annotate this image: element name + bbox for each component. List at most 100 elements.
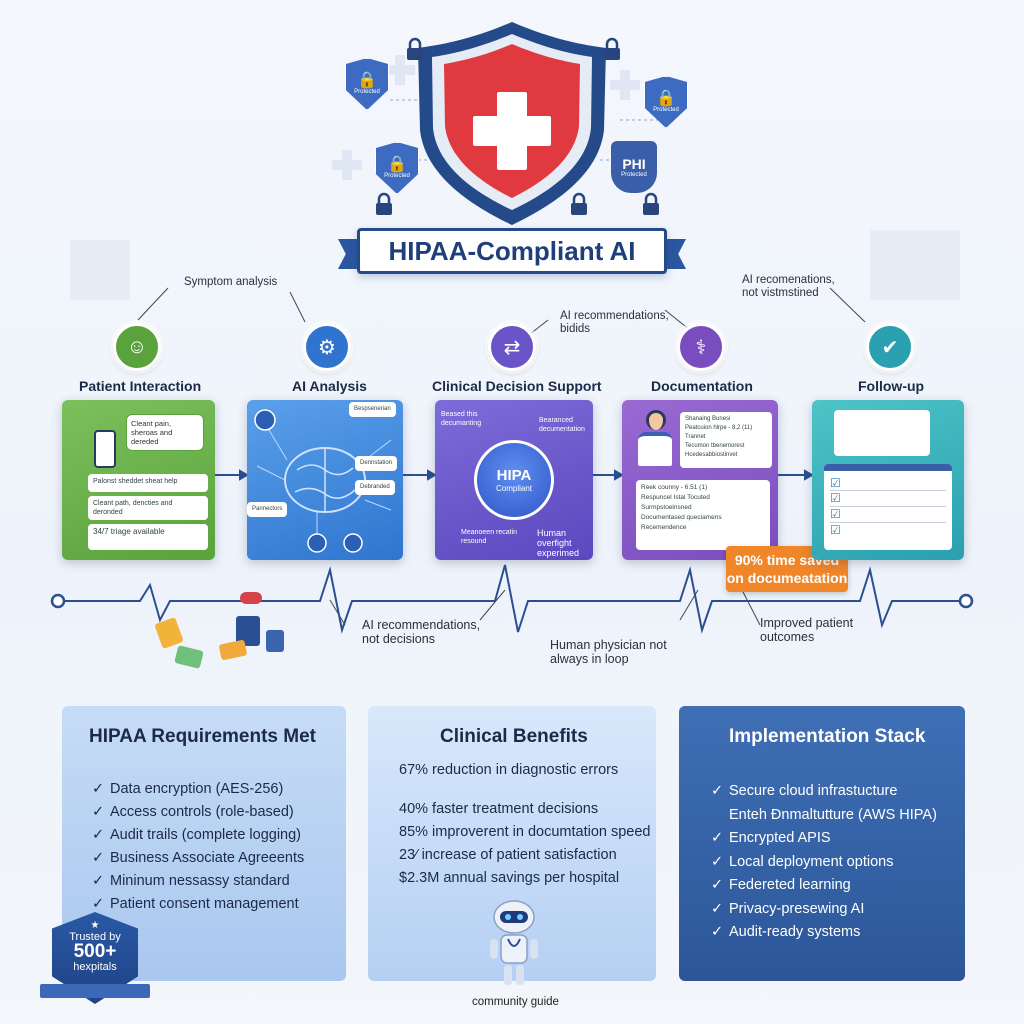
callout-ai-recommendations-2: AI recomenations, not vistmstined (742, 274, 835, 299)
list-item: 85% improverent in documtation speed (399, 824, 651, 840)
title-banner: HIPAA-Compliant AI (357, 228, 667, 274)
list-item: 67% reduction in diagnostic errors (399, 762, 619, 778)
documentation-notes: Shanaing Bunesi Peatcuion hlrpe - 8,2 (1… (680, 412, 772, 468)
decision-flow-icon: ⇄ (503, 336, 521, 359)
doc-note-line: Shanaing Bunesi (685, 416, 731, 422)
ai-tag-3: Debranded (355, 480, 395, 495)
list-item-text: Privacy-presewing AI (729, 900, 865, 917)
lock-icons (376, 37, 659, 215)
lock-icon: 🔒 (656, 90, 676, 107)
decision-note-bottom-right: Human overfight experimed (537, 528, 580, 558)
list-item: ✓ Patient consent management (92, 893, 304, 916)
card-patient-interaction: Cleant pain, sheroas and dereded Palonst… (62, 400, 215, 560)
doc-note-line: Tecumon tbenemorest (685, 443, 745, 449)
list-item-text: Local deployment options (729, 853, 894, 870)
ai-tag-1: Bespsenerian (349, 402, 396, 417)
hipaa-compliant-badge: HIPA Compliant (474, 440, 554, 520)
checkbox-icon: ☑ (830, 477, 946, 491)
community-guide-label: community guide (472, 996, 559, 1008)
callout-symptom-analysis: Symptom analysis (184, 276, 278, 288)
decision-note-bottom-left: Meanoeen recatin resound (461, 529, 518, 545)
checkbox-icon: ☑ (830, 507, 946, 523)
shield-icon (418, 22, 606, 225)
hipaa-badge-sub: Compliant (495, 484, 532, 493)
list-item: ✓Secure cloud infrastucture (711, 780, 937, 804)
requirements-list: ✓Data encryption (AES-256) ✓ Access contr… (92, 778, 304, 916)
hipaa-badge-title: HIPA (496, 467, 532, 484)
list-item: ✓ Encrypted APIS (711, 827, 937, 851)
heartbeat-end-dot (958, 593, 974, 609)
list-item: ✓ Business Associate Agreeents (92, 847, 304, 870)
heartbeat-start-dot (50, 593, 66, 609)
lock-badge-label: Protected (354, 89, 380, 95)
step-title-followup: Follow-up (858, 378, 925, 394)
card-ai-analysis: Bespsenerian Dennstation Debranded Panne… (247, 400, 403, 560)
list-item: 40% faster treatment decisions (399, 801, 599, 817)
doc-panel-line: Recemendence (641, 524, 687, 531)
decision-note-top-left: Beased this decumanting (441, 411, 482, 427)
implementation-panel: Implementation Stack ✓Secure cloud infra… (679, 706, 965, 981)
step-title-documentation: Documentation (651, 378, 753, 394)
check-icon: ✓ (92, 827, 105, 843)
list-item: ✓Privacy-presewing AI (711, 898, 937, 922)
callout-recommendations-not-decisions: AI recommendations, not decisions (362, 618, 481, 646)
ai-tag-4: Pannectors (247, 502, 288, 517)
step-title-decision: Clinical Decision Support (432, 378, 602, 394)
list-item-text: Enteh Đnmaltutture (AWS HIPA) (729, 806, 937, 823)
doc-panel-line: Surmpstoelnsned (641, 504, 692, 511)
checkbox-icon: ☑ (830, 523, 841, 537)
doc-panel-line: Respuncel Istal Tocuted (641, 494, 710, 501)
trust-line-2: 500+ (73, 941, 117, 962)
step-title-ai: AI Analysis (292, 378, 367, 394)
decision-note-top-right: Bearanced decumentation (539, 417, 585, 433)
check-icon: ✓ (92, 781, 105, 797)
check-icon: ✓ (92, 804, 105, 820)
trust-line-1: Trusted by (69, 931, 121, 943)
brain-chip-icon: ⚙ (318, 336, 336, 359)
list-item-text: Access controls (role-based) (110, 804, 294, 820)
step-icon-documentation: ⚕ (677, 323, 725, 371)
flow-arrows (215, 469, 815, 481)
patient-speech-bubble: Cleant pain, sheroas and dereded (126, 414, 204, 451)
check-icon: ✓ (92, 850, 105, 866)
phi-badge: PHI Protected (611, 141, 657, 193)
list-item: ✓ Access controls (role-based) (92, 801, 304, 824)
doc-note-line: Hcedesabbiostinvet (685, 452, 738, 458)
list-item: ✓Audit trails (complete logging) (92, 824, 304, 847)
pill-icon (240, 592, 262, 604)
robot-icon (490, 900, 538, 985)
list-item-text: Business Associate Agreeents (110, 850, 305, 866)
card-icon (218, 639, 248, 661)
phone-icon (94, 430, 116, 468)
patient-row-3: 34/7 triage available (88, 524, 208, 550)
list-item-text: Federeted learning (729, 877, 851, 893)
callout-ai-recommendations: AI recommendations, bidids (560, 310, 669, 335)
followup-icon: ✔ (881, 336, 899, 359)
list-item: ✓Data encryption (AES-256) (92, 778, 304, 801)
check-icon: ✓ (92, 873, 105, 889)
brain-network-icon (254, 409, 392, 553)
benefits-title: Clinical Benefits (440, 726, 588, 747)
folder-icon (154, 617, 184, 649)
list-item: ✓ Mininum nessassy standard (92, 870, 304, 893)
step-title-patient: Patient Interaction (79, 378, 202, 394)
list-item-text: Encrypted APIS (729, 830, 831, 846)
hero-illustration (70, 22, 960, 300)
list-item-text: Patient consent management (110, 896, 299, 912)
step-icon-followup: ✔ (866, 323, 914, 371)
check-icon: ✓ (711, 830, 724, 846)
doc-note-line: Peatcuion hlrpe - 8,2 (11) (685, 425, 753, 431)
implementation-list: ✓Secure cloud infrastucture Enteh Đnmalt… (711, 780, 937, 945)
check-icon: ✓ (711, 853, 724, 870)
check-icon: ✓ (92, 896, 105, 912)
chart-icon (174, 645, 204, 669)
flow-lines (50, 287, 974, 634)
clipboard-icon (266, 630, 284, 652)
lock-icon: 🔒 (357, 72, 377, 89)
list-item: $2.3M annual savings per hospital (399, 870, 620, 886)
benefits-panel: Clinical Benefits 67% reduction in diagn… (368, 706, 656, 981)
step-icon-patient: ☺ (113, 323, 161, 371)
doc-panel-line: Documentased queciamens (641, 514, 722, 521)
followup-checklist: ☑ ☑ ☑ ☑ (824, 464, 952, 550)
list-item-text: Mininum nessassy standard (110, 873, 290, 889)
